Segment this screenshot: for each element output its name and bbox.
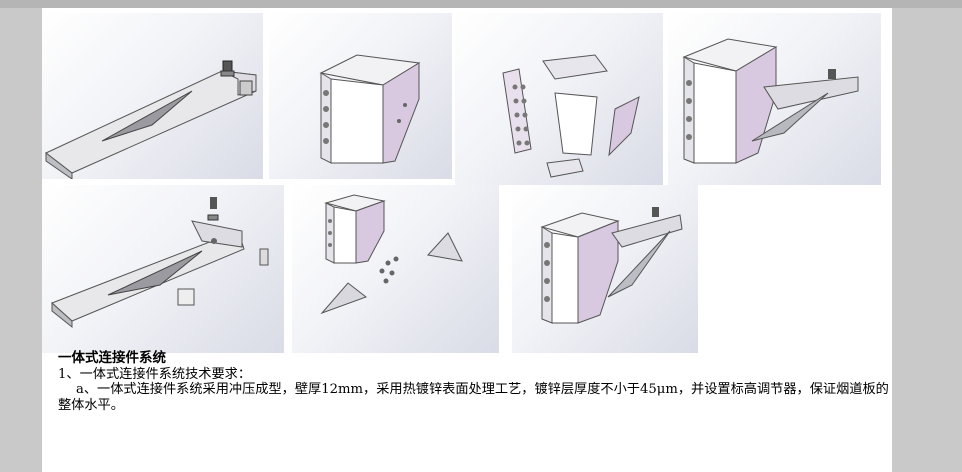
triangular-bracket-icon xyxy=(45,60,257,179)
text-section: 一体式连接件系统 1、一体式连接件系统技术要求： a、一体式连接件系统采用冲压成… xyxy=(58,350,890,413)
exploded-box-icon xyxy=(502,54,640,178)
requirement-a: a、一体式连接件系统采用冲压成型，壁厚12mm，采用热镀锌表面处理工艺，镀锌层厚… xyxy=(58,382,889,413)
requirements-heading: 1、一体式连接件系统技术要求： xyxy=(58,366,252,382)
figure-assembled-view xyxy=(512,185,698,353)
figure-assembled-connector xyxy=(668,13,881,185)
top-strip xyxy=(0,0,962,8)
figure-exploded-box xyxy=(455,13,663,185)
assembled-connector-icon xyxy=(682,38,859,164)
figure-connector-kit xyxy=(292,185,499,353)
exploded-bracket-icon xyxy=(51,197,269,329)
figure-box-connector xyxy=(269,13,452,179)
assembled-view-icon xyxy=(540,207,683,324)
figure-exploded-bracket xyxy=(42,185,284,353)
section-title: 一体式连接件系统 xyxy=(58,350,166,366)
figure-bracket-bolt xyxy=(42,13,263,179)
box-connector-icon xyxy=(319,54,421,164)
connector-kit-icon xyxy=(320,194,463,315)
